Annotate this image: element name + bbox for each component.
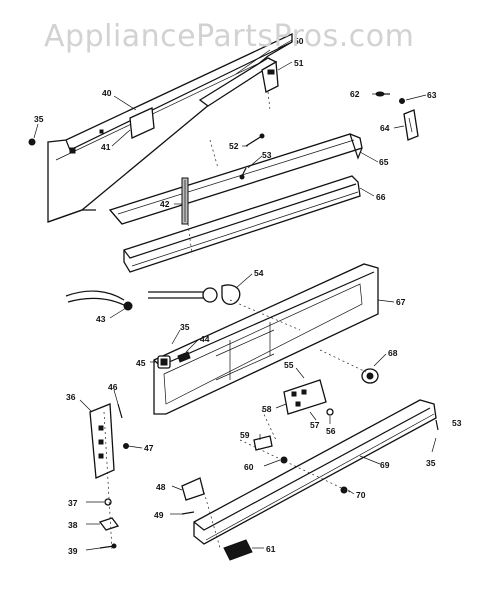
leader-lines: [33, 39, 437, 551]
part-53-screw-right: [435, 419, 439, 431]
callout-68: 68: [388, 348, 398, 358]
part-59-clip: [253, 435, 273, 451]
part-54-tube: [148, 284, 241, 306]
callout-60: 60: [244, 462, 254, 472]
callout-37: 37: [68, 498, 78, 508]
part-67-console: [153, 263, 379, 415]
callout-56: 56: [326, 426, 336, 436]
part-45-knob: [157, 355, 171, 369]
part-44-clip: [177, 351, 191, 363]
callout-labels: 40 41 35 50 51 52 53 62 63 64 65 66 42 5…: [34, 36, 462, 556]
part-63-screw: [399, 98, 405, 104]
callout-66: 66: [376, 192, 386, 202]
callout-51: 51: [294, 58, 304, 68]
callout-63: 63: [427, 90, 437, 100]
part-70-screw: [340, 486, 348, 494]
callout-41: 41: [101, 142, 111, 152]
part-62-screw: [375, 91, 390, 97]
callout-49: 49: [154, 510, 164, 520]
part-35-screw-left: [28, 138, 36, 146]
callout-46: 46: [108, 382, 118, 392]
part-48-bracket: [181, 477, 205, 501]
callout-39: 39: [68, 546, 78, 556]
callout-55: 55: [284, 360, 294, 370]
callout-53: 53: [262, 150, 272, 160]
part-58-switch: [283, 379, 327, 415]
callout-69: 69: [380, 460, 390, 470]
part-56-screw: [326, 408, 334, 416]
callout-58: 58: [262, 404, 272, 414]
callout-57: 57: [310, 420, 320, 430]
callout-53: 53: [452, 418, 462, 428]
callout-54: 54: [254, 268, 264, 278]
callout-35: 35: [426, 458, 436, 468]
callout-45: 45: [136, 358, 146, 368]
part-43-wire: [65, 290, 133, 311]
part-39-screw: [99, 543, 117, 549]
callout-67: 67: [396, 297, 406, 307]
assembly-lines: [103, 91, 367, 551]
callout-47: 47: [144, 443, 154, 453]
part-47-washer: [123, 443, 129, 449]
part-42-post: [181, 177, 189, 225]
callout-44: 44: [200, 334, 210, 344]
part-69-trim-strip: [193, 399, 437, 545]
callout-61: 61: [266, 544, 276, 554]
part-37-washer: [104, 498, 112, 506]
part-50-51-bracket: [198, 49, 279, 107]
callout-36: 36: [66, 392, 76, 402]
callout-70: 70: [356, 490, 366, 500]
callout-50: 50: [294, 36, 304, 46]
part-38-nut: [98, 517, 120, 531]
part-46-screw: [117, 403, 123, 419]
part-68-knob: [361, 368, 379, 384]
callout-64: 64: [380, 123, 390, 133]
callout-48: 48: [156, 482, 166, 492]
callout-42: 42: [160, 199, 170, 209]
part-64-clip: [403, 109, 419, 141]
part-66-channel: [123, 175, 361, 273]
callout-62: 62: [350, 89, 360, 99]
callout-52: 52: [229, 141, 239, 151]
part-49-screw: [181, 511, 195, 515]
callout-35: 35: [34, 114, 44, 124]
part-61-block: [223, 539, 253, 561]
callout-38: 38: [68, 520, 78, 530]
watermark-text: AppliancePartsPros.com: [44, 19, 414, 54]
part-52-screw: [245, 133, 265, 147]
callout-65: 65: [379, 157, 389, 167]
part-65-rail: [108, 133, 363, 225]
callout-43: 43: [96, 314, 106, 324]
part-36-bracket: [89, 403, 115, 479]
callout-59: 59: [240, 430, 250, 440]
callout-35: 35: [180, 322, 190, 332]
callout-40: 40: [102, 88, 112, 98]
part-53-screw: [239, 167, 247, 180]
